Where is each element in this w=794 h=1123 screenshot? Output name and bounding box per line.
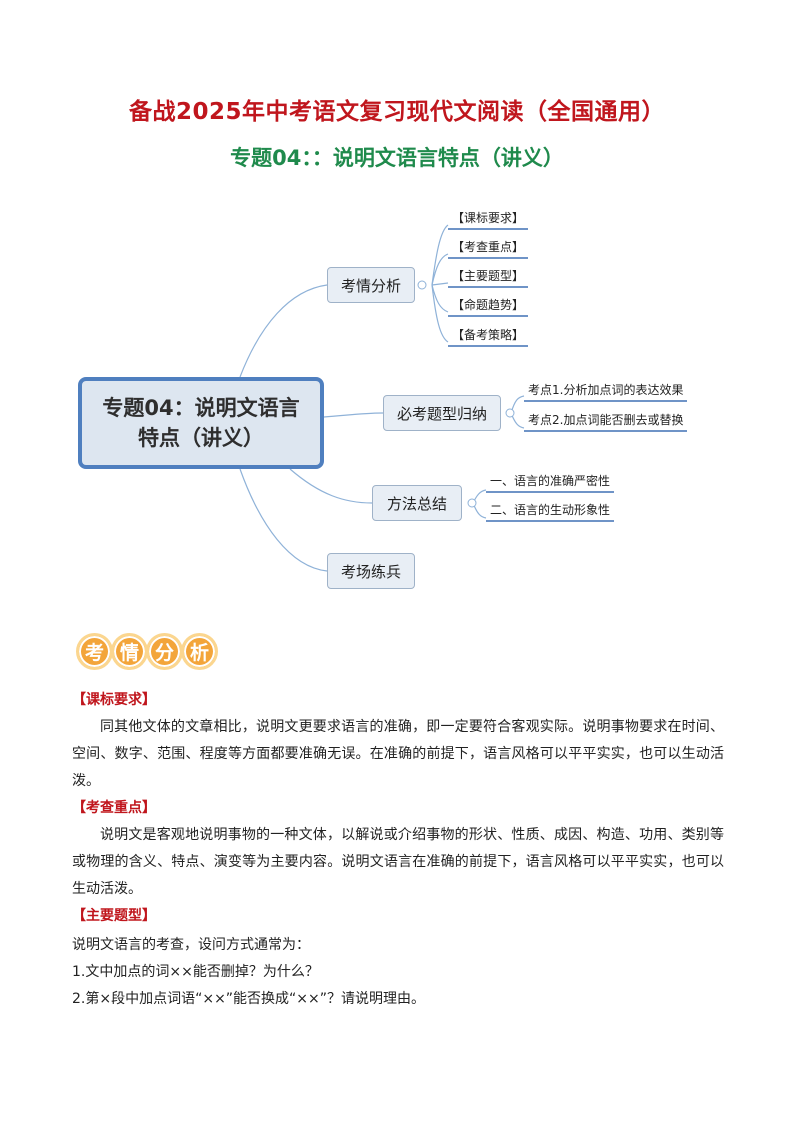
connector-b1-l3 <box>431 282 449 286</box>
banner-char: 考 <box>76 633 113 670</box>
banner-char: 析 <box>181 633 218 670</box>
leaf-fangfa2: 二、语言的生动形象性 <box>486 501 615 522</box>
section-banner-kaoqing: 考 情 分 析 <box>76 633 218 670</box>
mind-map-root: 专题04：说明文语言特点（讲义） <box>78 377 324 469</box>
leaf-kaocha: 【考查重点】 <box>448 238 529 259</box>
tixing-item-1: 1.文中加点的词××能否删掉？为什么？ <box>72 964 319 980</box>
leaf-tixing: 【主要题型】 <box>448 267 529 288</box>
branch-bikao: 必考题型归纳 <box>383 395 501 431</box>
branch-fangfa: 方法总结 <box>372 485 462 521</box>
leaf-fangfa1: 一、语言的准确严密性 <box>486 472 615 493</box>
mind-map: 专题04：说明文语言特点（讲义） 考情分析 必考题型归纳 方法总结 考场练兵 【… <box>0 195 794 605</box>
connector-b1-l4 <box>431 284 449 313</box>
branch-kaochang: 考场练兵 <box>327 553 415 589</box>
leaf-qushi: 【命题趋势】 <box>448 296 529 317</box>
banner-char: 情 <box>111 633 148 670</box>
banner-char: 分 <box>146 633 183 670</box>
collapse-toggle-b1 <box>417 280 427 290</box>
tixing-intro: 说明文语言的考查，设问方式通常为： <box>72 937 310 953</box>
leaf-celue: 【备考策略】 <box>448 326 529 347</box>
collapse-toggle-b3 <box>467 498 477 508</box>
heading-tixing: 【主要题型】 <box>72 908 156 924</box>
connector-root-b3 <box>289 468 373 504</box>
heading-kaocha: 【考查重点】 <box>72 800 156 816</box>
document-subtitle: 专题04：：说明文语言特点（讲义） <box>230 146 564 170</box>
tixing-item-2: 2.第×段中加点词语“××”能否换成“××”？请说明理由。 <box>72 991 426 1007</box>
connector-root-b1 <box>239 284 328 378</box>
paragraph-kebiao: 同其他文体的文章相比，说明文更要求语言的准确，即一定要符合客观实际。说明事物要求… <box>72 719 724 789</box>
paragraph-kaocha: 说明文是客观地说明事物的一种文体，以解说或介绍事物的形状、性质、成因、构造、功用… <box>72 827 724 897</box>
heading-kebiao: 【课标要求】 <box>72 692 156 708</box>
leaf-kebiao: 【课标要求】 <box>448 209 529 230</box>
branch-kaoqing: 考情分析 <box>327 267 415 303</box>
document-title: 备战2025年中考语文复习现代文阅读（全国通用） <box>128 99 665 125</box>
leaf-kaodian1: 考点1.分析加点词的表达效果 <box>524 381 688 402</box>
leaf-kaodian2: 考点2.加点词能否删去或替换 <box>524 411 688 432</box>
collapse-toggle-b2 <box>505 408 515 418</box>
connector-b1-l1 <box>431 224 449 286</box>
connector-root-b2 <box>323 412 384 418</box>
connector-b1-l5 <box>431 284 449 343</box>
connector-b1-l2 <box>431 253 449 286</box>
connector-root-b4 <box>239 468 328 572</box>
mind-map-connectors <box>239 224 525 572</box>
